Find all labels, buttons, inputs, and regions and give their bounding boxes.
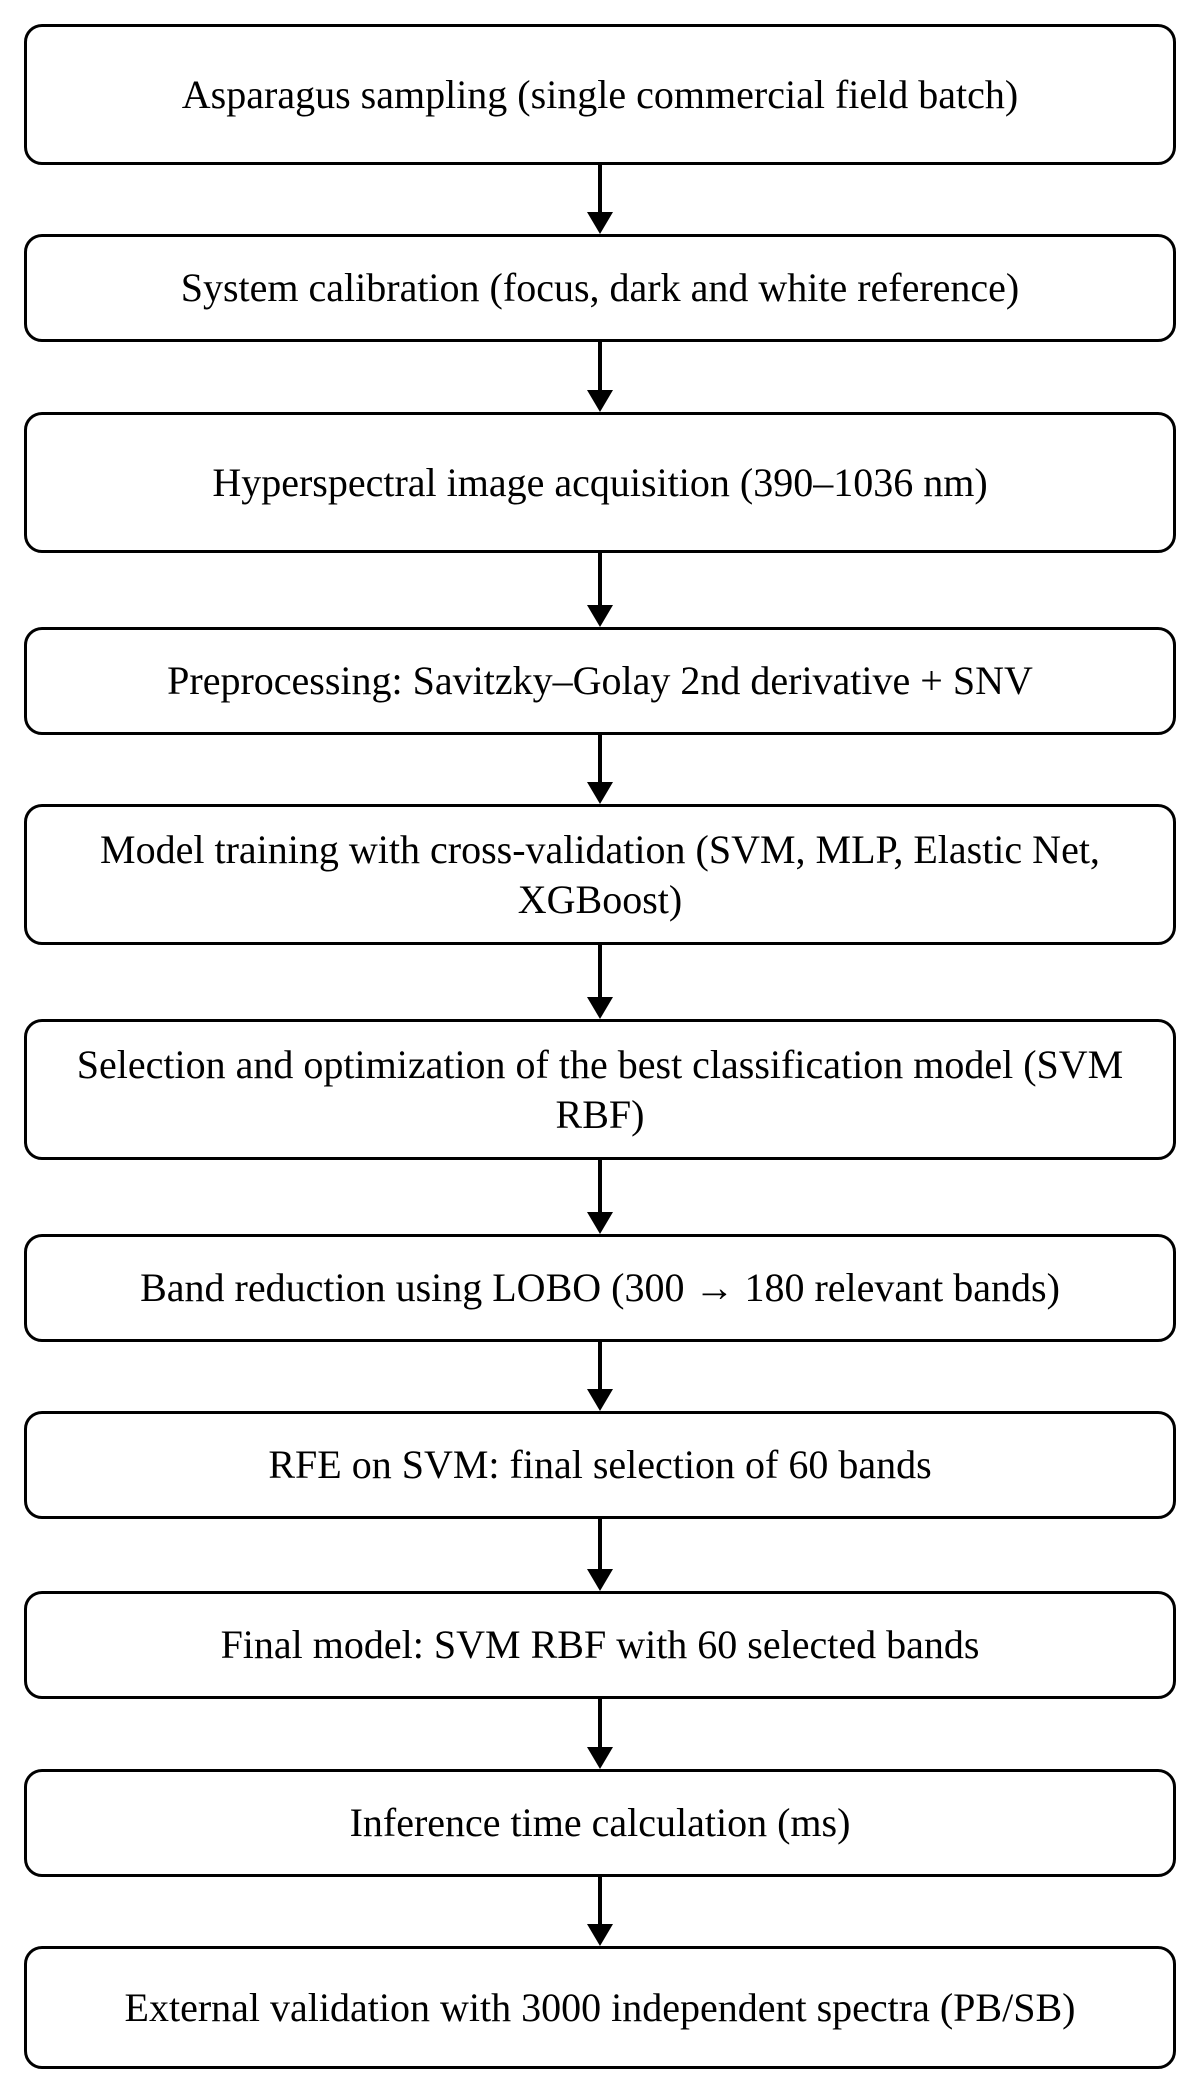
arrow-10 [587, 1877, 613, 1946]
arrow-5 [587, 945, 613, 1019]
step-label: Model training with cross-validation (SV… [100, 826, 1100, 922]
step-system-calibration: System calibration (focus, dark and whit… [24, 234, 1176, 342]
arrow-9 [587, 1699, 613, 1769]
arrow-4 [587, 735, 613, 804]
arrow-3 [587, 553, 613, 627]
step-asparagus-sampling: Asparagus sampling (single commercial fi… [24, 24, 1176, 165]
arrow-6 [587, 1160, 613, 1234]
step-final-model: Final model: SVM RBF with 60 selected ba… [24, 1591, 1176, 1699]
step-label: Selection and optimization of the best c… [76, 1041, 1124, 1137]
step-external-validation: External validation with 3000 independen… [24, 1946, 1176, 2069]
step-band-reduction: Band reduction using LOBO (300 → 180 rel… [24, 1234, 1176, 1342]
arrow-8 [587, 1519, 613, 1591]
step-preprocessing: Preprocessing: Savitzky–Golay 2nd deriva… [24, 627, 1176, 735]
step-model-selection: Selection and optimization of the best c… [24, 1019, 1176, 1160]
step-image-acquisition: Hyperspectral image acquisition (390–103… [24, 412, 1176, 553]
step-rfe-selection: RFE on SVM: final selection of 60 bands [24, 1411, 1176, 1519]
step-label: RFE on SVM: final selection of 60 bands [268, 1442, 932, 1487]
step-label: System calibration (focus, dark and whit… [180, 265, 1020, 310]
arrow-1 [587, 165, 613, 234]
step-label: Inference time calculation (ms) [349, 1800, 851, 1845]
step-label: Asparagus sampling (single commercial fi… [181, 71, 1019, 117]
step-model-training: Model training with cross-validation (SV… [24, 804, 1176, 945]
arrow-2 [587, 342, 613, 412]
step-inference-time: Inference time calculation (ms) [24, 1769, 1176, 1877]
step-label: Hyperspectral image acquisition (390–103… [212, 459, 988, 505]
arrow-7 [587, 1342, 613, 1411]
step-label: Band reduction using LOBO (300 → 180 rel… [140, 1265, 1060, 1310]
step-label: External validation with 3000 independen… [124, 1984, 1076, 2030]
step-label: Final model: SVM RBF with 60 selected ba… [220, 1622, 980, 1667]
step-label: Preprocessing: Savitzky–Golay 2nd deriva… [167, 658, 1033, 703]
